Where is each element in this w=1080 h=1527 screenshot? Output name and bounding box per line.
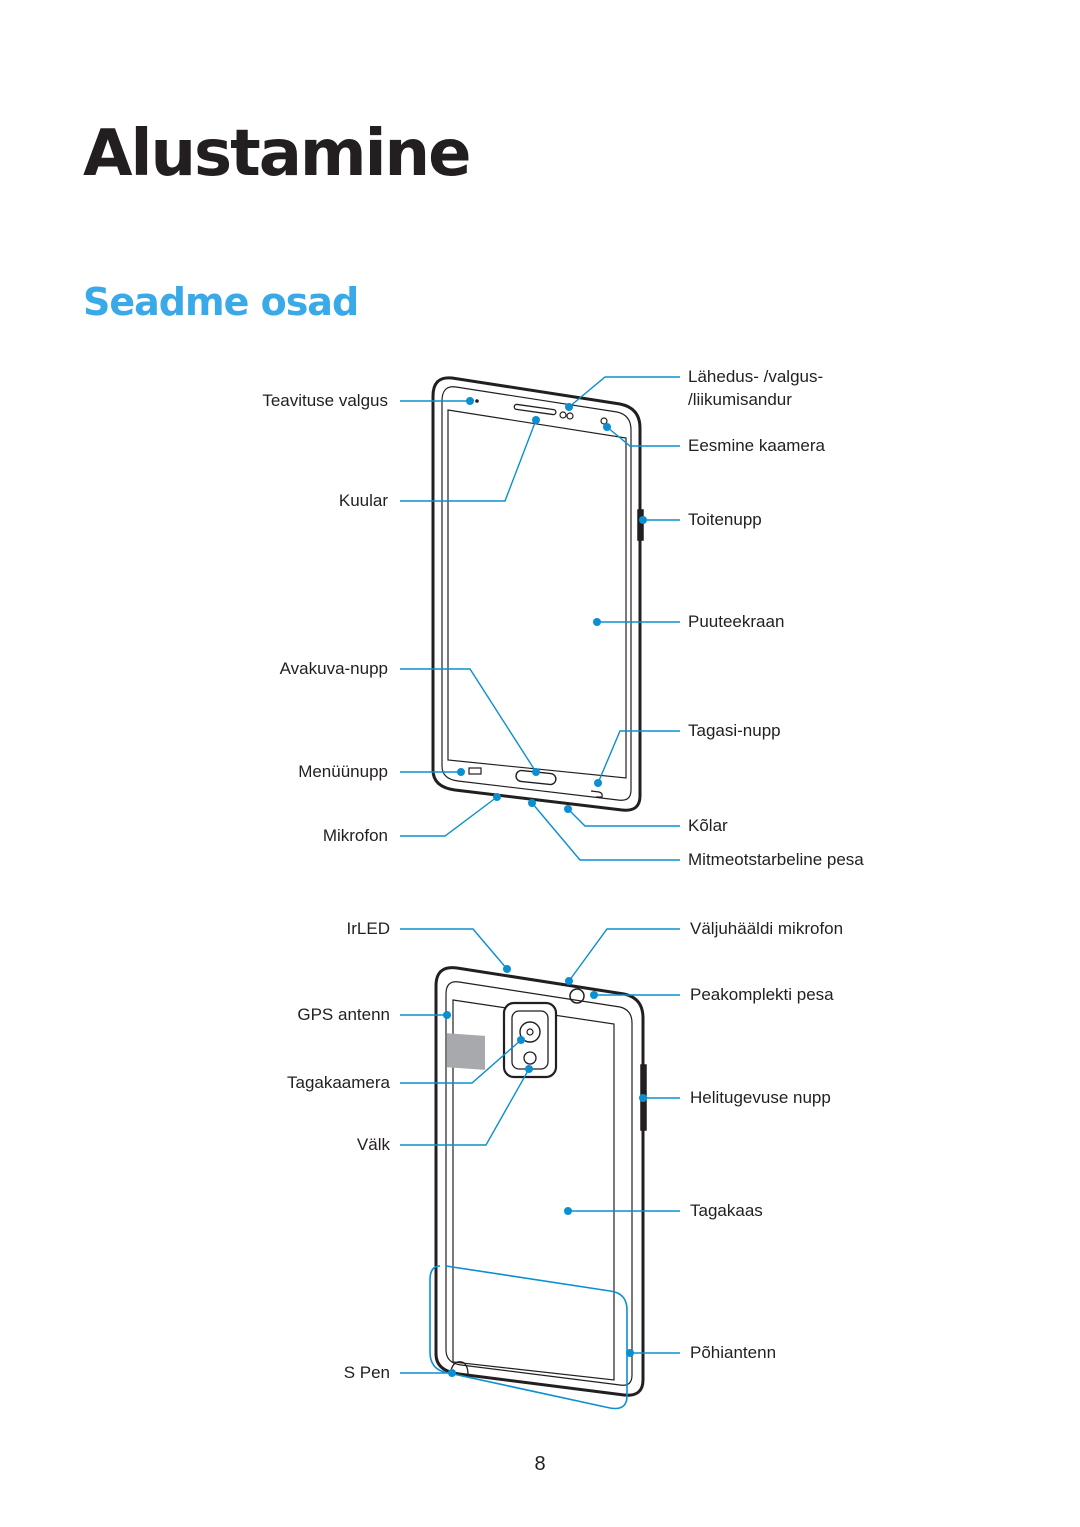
front-leader-dots [457, 397, 647, 813]
label-irled: IrLED [346, 919, 390, 938]
label-proximity-sensor-line2: /liikumisandur [688, 390, 792, 409]
section-title: Seadme osad [83, 280, 359, 324]
label-back-button: Tagasi-nupp [688, 721, 781, 740]
label-home-button: Avakuva-nupp [279, 659, 388, 678]
front-leader-lines [400, 376, 680, 861]
page-number: 8 [534, 1453, 546, 1475]
chapter-title: Alustamine [83, 117, 471, 191]
label-front-camera: Eesmine kaamera [688, 436, 826, 455]
label-multipurpose-jack: Mitmeotstarbeline pesa [688, 850, 864, 869]
label-speaker: Kõlar [688, 816, 728, 835]
label-rear-camera: Tagakaamera [286, 1073, 390, 1092]
label-headset-jack: Peakomplekti pesa [690, 985, 834, 1004]
label-s-pen: S Pen [343, 1363, 390, 1382]
label-remote-mic: Väljuhääldi mikrofon [690, 919, 844, 938]
label-notification-light: Teavituse valgus [262, 391, 388, 410]
label-main-antenna: Põhiantenn [690, 1343, 777, 1362]
label-flash: Välk [356, 1135, 390, 1154]
label-proximity-sensor-line1: Lähedus- /valgus- [688, 367, 824, 386]
back-phone-illustration [434, 966, 647, 1397]
back-leader-lines [400, 928, 680, 1410]
label-power-button: Toitenupp [688, 510, 762, 529]
back-leader-dots [443, 965, 647, 1377]
label-volume-button: Helitugevuse nupp [690, 1088, 831, 1107]
front-phone-illustration [431, 376, 644, 812]
label-microphone: Mikrofon [322, 826, 388, 845]
label-back-cover: Tagakaas [690, 1201, 763, 1220]
label-menu-button: Menüünupp [298, 762, 388, 781]
label-gps-antenna: GPS antenn [297, 1005, 390, 1024]
label-touchscreen: Puuteekraan [688, 612, 785, 631]
label-earpiece: Kuular [338, 491, 388, 510]
